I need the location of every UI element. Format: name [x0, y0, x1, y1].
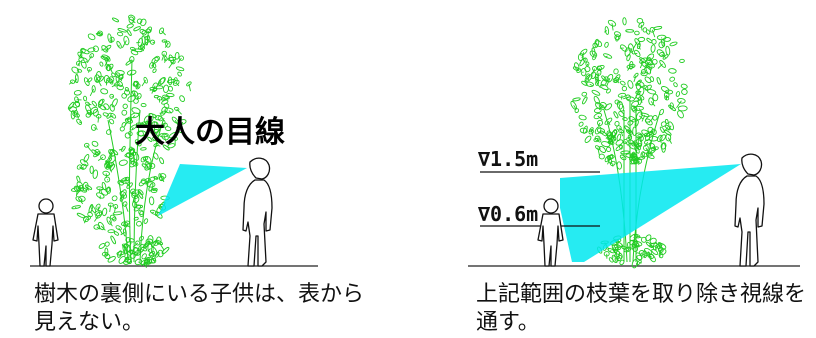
- caption-right-line2: 通す。: [476, 308, 540, 338]
- adult-eye-level-label: 大人の目線: [135, 115, 285, 150]
- child-figure-left: [33, 199, 58, 266]
- caption-left-line1: 樹木の裏側にいる子供は、表から: [34, 280, 364, 310]
- caption-right-line1: 上記範囲の枝葉を取り除き視線を: [476, 280, 806, 310]
- height-marker-high: ∇1.5m: [477, 147, 600, 172]
- sightline-cone-left: [158, 164, 247, 216]
- child-figure-right: [538, 199, 563, 266]
- adult-figure-left: [243, 158, 272, 266]
- caption-left-line2: 見えない。: [34, 308, 144, 338]
- tree-crown-right: [570, 18, 688, 170]
- height-marker-low-label: ∇0.6m: [477, 202, 538, 226]
- adult-figure-right: [735, 154, 764, 266]
- height-marker-high-label: ∇1.5m: [477, 147, 538, 171]
- shrub-left: [98, 235, 170, 267]
